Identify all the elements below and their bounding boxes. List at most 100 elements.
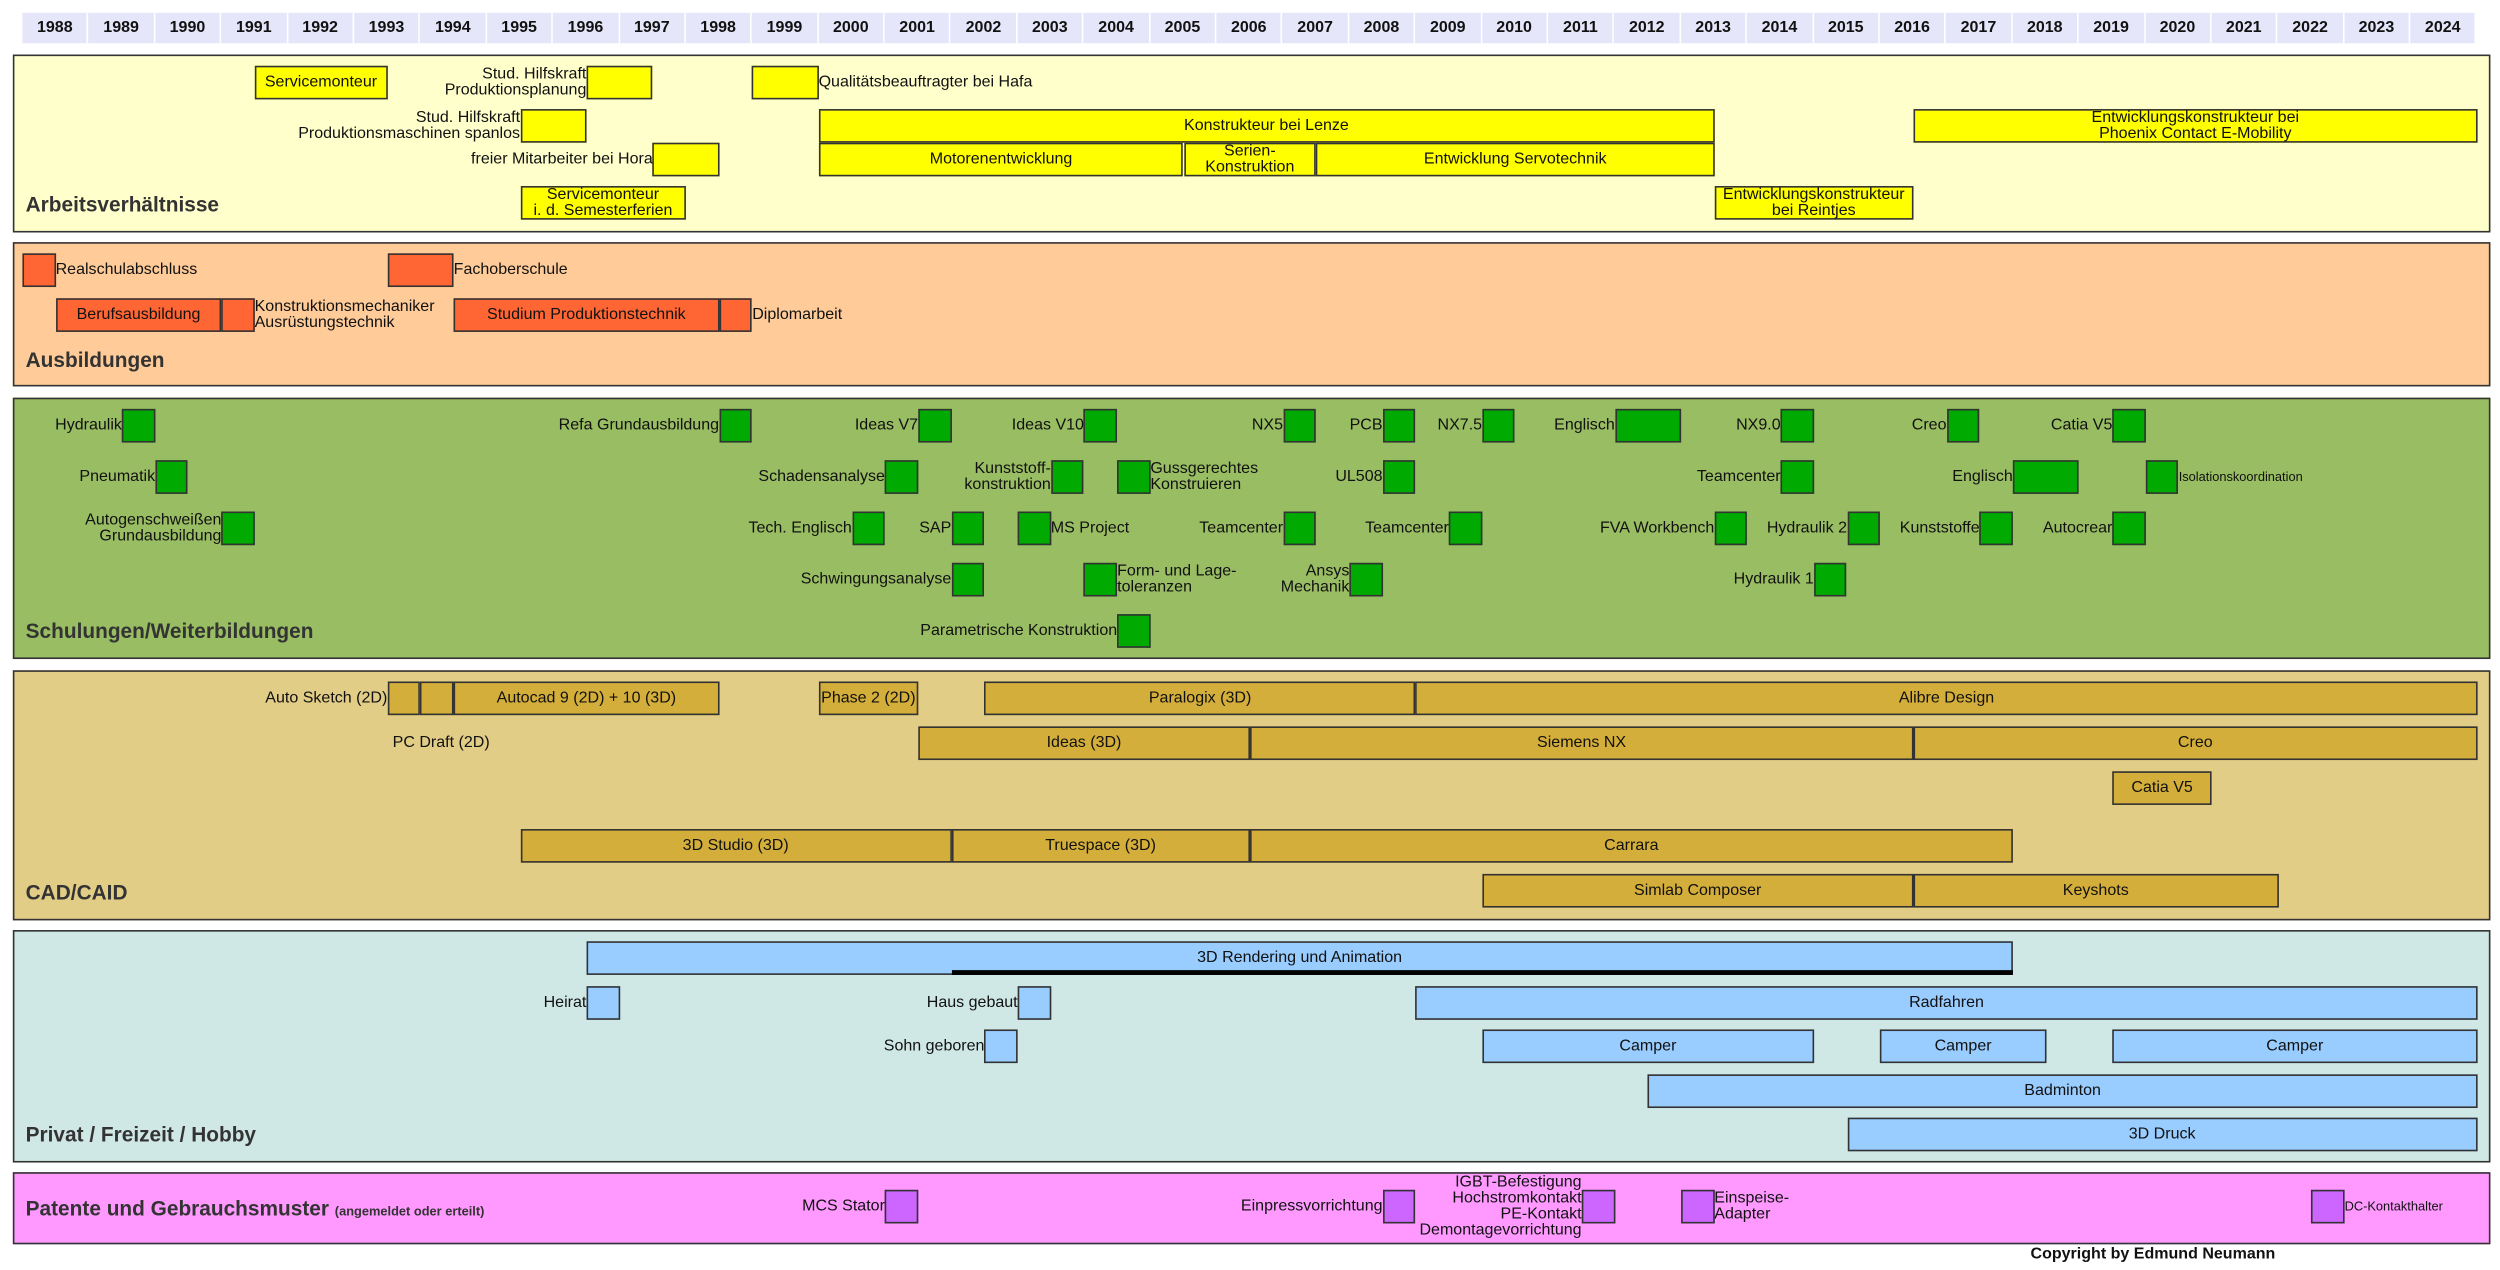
private-item: Camper — [2112, 1029, 2478, 1064]
patent-item: Einspeise- Adapter — [1681, 1189, 1789, 1224]
year-cell: 2006 — [1216, 12, 1283, 44]
year-cell: 2024 — [2410, 12, 2477, 44]
year-cell: 2011 — [1548, 12, 1615, 44]
year-cell: 1989 — [88, 12, 156, 44]
training-item: Kunststoff- konstruktion — [964, 460, 1084, 494]
year-cell: 2021 — [2211, 12, 2278, 44]
year-cell: 2016 — [1879, 12, 1947, 44]
training-item: Tech. Englisch — [748, 511, 885, 546]
year-cell: 2003 — [1017, 12, 1084, 44]
year-cell: 2012 — [1614, 12, 1681, 44]
private-label: Heirat — [543, 993, 587, 1012]
training-item: Teamcenter — [1697, 460, 1814, 494]
training-label: NX5 — [1251, 416, 1284, 434]
work-item: Servicemonteur i. d. Semesterferien — [520, 186, 686, 220]
training-label: Creo — [1911, 416, 1947, 434]
training-item: SAP — [919, 511, 985, 546]
section-patents: Patente und Gebrauchsmuster (angemeldet … — [12, 1172, 2491, 1245]
private-item: 3D Druck — [1846, 1117, 2478, 1152]
patent-label: DC-Kontakthalter — [2344, 1198, 2443, 1214]
private-item: Camper — [1482, 1029, 1814, 1064]
year-cell: 2015 — [1813, 12, 1880, 44]
training-item: NX5 — [1252, 408, 1317, 443]
education-item: Studium Produktionstechnik — [453, 298, 720, 332]
private-item: Camper — [1880, 1029, 2047, 1064]
patent-item: DC-Kontakthalter — [2311, 1189, 2443, 1224]
cad-label: Auto Sketch (2D) — [265, 688, 388, 707]
training-label: Refa Grundausbildung — [558, 416, 720, 434]
cad-item: Ideas (3D) — [918, 726, 1250, 761]
training-item: NX9.0 — [1736, 408, 1814, 443]
training-label: Form- und Lage- toleranzen — [1117, 562, 1237, 596]
training-item: Autocrear — [2043, 511, 2146, 546]
private-item: Haus gebaut — [927, 986, 1051, 1020]
training-label: Englisch — [1952, 467, 2013, 486]
work-item: Entwicklung Servotechnik — [1316, 142, 1715, 177]
training-item: Creo — [1912, 408, 1980, 443]
work-item: Entwicklungskonstrukteur bei Reintjes — [1714, 186, 1914, 220]
year-cell: 1995 — [486, 12, 554, 44]
training-label: SAP — [919, 518, 952, 537]
work-item: freier Mitarbeiter bei Hora — [471, 142, 720, 177]
year-cell: 2014 — [1747, 12, 1814, 44]
patents-title: Patente und Gebrauchsmuster — [25, 1196, 329, 1221]
education-item: Diplomarbeit — [719, 298, 842, 332]
year-cell: 1994 — [420, 12, 487, 44]
year-cell: 1997 — [619, 12, 686, 44]
training-item: Catia V5 — [2051, 408, 2146, 443]
copyright: Copyright by Edmund Neumann — [2030, 1245, 2276, 1264]
training-item: Englisch — [1952, 460, 2080, 494]
cad-item: Paralogix (3D) — [984, 681, 1416, 716]
training-label: Schwingungsanalyse — [800, 570, 952, 588]
year-cell: 2023 — [2344, 12, 2411, 44]
year-cell: 1996 — [553, 12, 620, 44]
training-item: Teamcenter — [1199, 511, 1317, 546]
training-item: Ansys Mechanik — [1281, 562, 1383, 597]
year-cell: 1990 — [155, 12, 222, 44]
year-cell: 1992 — [287, 12, 355, 44]
training-item: Teamcenter — [1365, 511, 1483, 546]
year-cell: 2007 — [1282, 12, 1350, 44]
cad-item: 3D Studio (3D) — [520, 829, 952, 863]
education-label: Fachoberschule — [453, 260, 568, 279]
cad-item: Phase 2 (2D) — [818, 681, 919, 716]
training-label: Autocrear — [2042, 518, 2113, 537]
work-item: Stud. Hilfskraft Produktionsmaschinen sp… — [298, 109, 587, 143]
education-label: Konstruktionsmechaniker Ausrüstungstechn… — [254, 297, 435, 332]
training-label: Ideas V7 — [854, 416, 919, 434]
work-item: Konstrukteur bei Lenze — [818, 109, 1715, 143]
patents-subtitle: (angemeldet oder erteilt) — [334, 1204, 485, 1219]
work-label: Stud. Hilfskraft Produktionsmaschinen sp… — [298, 108, 521, 142]
section-training: Schulungen/Weiterbildungen — [12, 397, 2491, 660]
year-cell: 2001 — [884, 12, 952, 44]
training-item: NX7.5 — [1438, 408, 1516, 443]
training-item: Schadensanalyse — [758, 460, 919, 494]
section-education: Ausbildungen — [12, 242, 2491, 387]
training-label: Kunststoff- konstruktion — [964, 459, 1051, 494]
education-item: Berufsausbildung — [55, 298, 222, 332]
training-label: Ansys Mechanik — [1280, 562, 1350, 596]
training-item: Pneumatik — [79, 460, 189, 494]
patent-item: IGBT-Befestigung Hochstromkontakt PE-Kon… — [1419, 1174, 1615, 1238]
cad-item: Autocad 9 (2D) + 10 (3D) — [453, 681, 720, 716]
private-label: Haus gebaut — [926, 993, 1018, 1012]
training-label: Autogenschweißen Grundausbildung — [85, 510, 222, 545]
education-label: Diplomarbeit — [752, 305, 843, 324]
year-cell: 2004 — [1083, 12, 1151, 44]
training-item: Kunststoffe — [1900, 511, 2013, 546]
cad-item: Creo — [1913, 726, 2478, 761]
cad-item — [420, 681, 454, 716]
year-cell: 2020 — [2145, 12, 2212, 44]
training-label: NX7.5 — [1437, 416, 1483, 434]
training-item: UL508 — [1335, 460, 1416, 494]
rendering-highlight-line — [951, 970, 2013, 975]
work-label: Qualitätsbeauftragter bei Hafa — [818, 72, 1033, 91]
training-label: Teamcenter — [1199, 518, 1284, 537]
training-label: MS Project — [1050, 518, 1130, 537]
training-label: Parametrische Konstruktion — [920, 621, 1118, 639]
year-cell: 2010 — [1481, 12, 1549, 44]
training-label: Hydraulik 2 — [1766, 518, 1847, 537]
training-item: Ideas V10 — [1012, 408, 1118, 443]
